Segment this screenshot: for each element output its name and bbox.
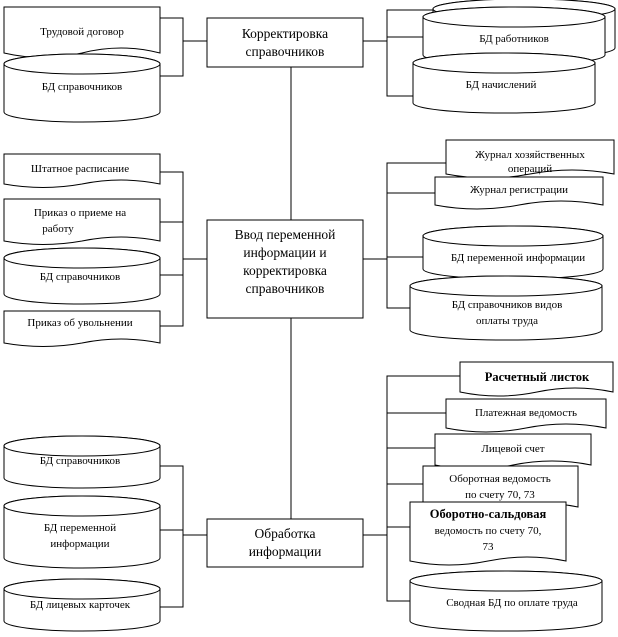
- db-directories-bottom: БД справочников: [3, 435, 161, 489]
- doc-dismissal-order-label: Приказ об увольнении: [27, 317, 132, 329]
- doc-labor-contract: Трудовой договор: [3, 6, 161, 58]
- doc-business-journal-line-1: Журнал хозяйственных: [475, 149, 585, 161]
- doc-hiring-order-line-1: Приказ о приеме на: [34, 207, 126, 219]
- connector-bottom-right-bracket: [386, 375, 460, 602]
- doc-payroll: Платежная ведомость: [445, 398, 607, 433]
- connector-bottom-left-bracket: [160, 465, 184, 608]
- doc-business-journal-line-2: операций: [508, 163, 552, 175]
- connectors: [160, 9, 460, 608]
- db-variable-info-mid: БД переменной информации: [422, 225, 604, 280]
- process-processing: Обработка информации: [206, 518, 364, 568]
- connector-top-right-bracket: [386, 9, 433, 97]
- process-input: Ввод переменной информации и корректиров…: [206, 219, 364, 319]
- process-input-line-4: справочников: [246, 281, 325, 296]
- db-variable-info-bottom: БД переменной информации: [3, 495, 161, 569]
- connector-mid-right-bracket: [386, 162, 446, 309]
- db-variable-info-mid-label: БД переменной информации: [451, 252, 585, 264]
- doc-staff-schedule: Штатное расписание: [3, 153, 161, 188]
- doc-registration-journal: Журнал регистрации: [434, 176, 604, 210]
- doc-payslip-label: Расчетный листок: [485, 370, 590, 384]
- db-directories-top: БД справочников: [3, 53, 161, 123]
- doc-labor-contract-label: Трудовой договор: [40, 26, 124, 38]
- process-input-line-2: информации и: [243, 245, 326, 260]
- doc-dismissal-order: Приказ об увольнении: [3, 310, 161, 347]
- db-accruals-label: БД начислений: [466, 79, 537, 91]
- db-employees-label: БД работников: [479, 33, 549, 45]
- db-personal-cards: БД лицевых карточек: [3, 578, 161, 632]
- process-correction-line-1: Корректировка: [242, 26, 328, 41]
- doc-hiring-order: Приказ о приеме на работу: [3, 198, 161, 245]
- process-input-line-3: корректировка: [243, 263, 327, 278]
- process-processing-line-2: информации: [249, 544, 322, 559]
- db-directories-top-label: БД справочников: [42, 81, 122, 93]
- connector-mid-left-bracket: [160, 171, 184, 327]
- doc-registration-journal-label: Журнал регистрации: [470, 184, 568, 196]
- doc-turnover-statement-line-1: Оборотная ведомость: [449, 473, 550, 485]
- doc-turnover-statement: Оборотная ведомость по счету 70, 73: [422, 465, 579, 512]
- doc-business-journal: Журнал хозяйственных операций: [445, 139, 615, 179]
- db-summary-payroll-label: Сводная БД по оплате труда: [446, 597, 578, 609]
- db-summary-payroll: Сводная БД по оплате труда: [409, 570, 603, 632]
- doc-turnover-statement-line-2: по счету 70, 73: [465, 489, 535, 501]
- db-directories-mid-label: БД справочников: [40, 271, 120, 283]
- process-processing-line-1: Обработка: [254, 526, 315, 541]
- db-variable-info-bottom-line-1: БД переменной: [44, 522, 116, 534]
- db-accruals: БД начислений: [412, 52, 596, 114]
- db-personal-cards-label: БД лицевых карточек: [30, 599, 131, 611]
- doc-personal-account: Лицевой счет: [434, 433, 592, 470]
- doc-turnover-balance-line-3: 73: [483, 541, 495, 553]
- db-directories-bottom-label: БД справочников: [40, 455, 120, 467]
- doc-payroll-label: Платежная ведомость: [475, 407, 577, 419]
- doc-staff-schedule-label: Штатное расписание: [31, 163, 129, 175]
- doc-hiring-order-line-2: работу: [42, 223, 74, 235]
- doc-turnover-balance: Оборотно-сальдовая ведомость по счету 70…: [409, 501, 567, 566]
- doc-payslip: Расчетный листок: [459, 361, 614, 397]
- db-payment-types: БД справочников видов оплаты труда: [409, 275, 603, 341]
- db-payment-types-line-1: БД справочников видов: [452, 299, 563, 311]
- process-correction-line-2: справочников: [246, 44, 325, 59]
- process-correction: Корректировка справочников: [206, 17, 364, 68]
- doc-personal-account-label: Лицевой счет: [481, 443, 544, 455]
- db-directories-mid: БД справочников: [3, 247, 161, 305]
- doc-turnover-balance-line-1: Оборотно-сальдовая: [430, 507, 547, 521]
- connector-top-left-bracket: [160, 17, 184, 77]
- db-variable-info-bottom-line-2: информации: [50, 538, 109, 550]
- doc-turnover-balance-line-2: ведомость по счету 70,: [435, 525, 542, 537]
- process-input-line-1: Ввод переменной: [235, 227, 336, 242]
- db-payment-types-line-2: оплаты труда: [476, 315, 538, 327]
